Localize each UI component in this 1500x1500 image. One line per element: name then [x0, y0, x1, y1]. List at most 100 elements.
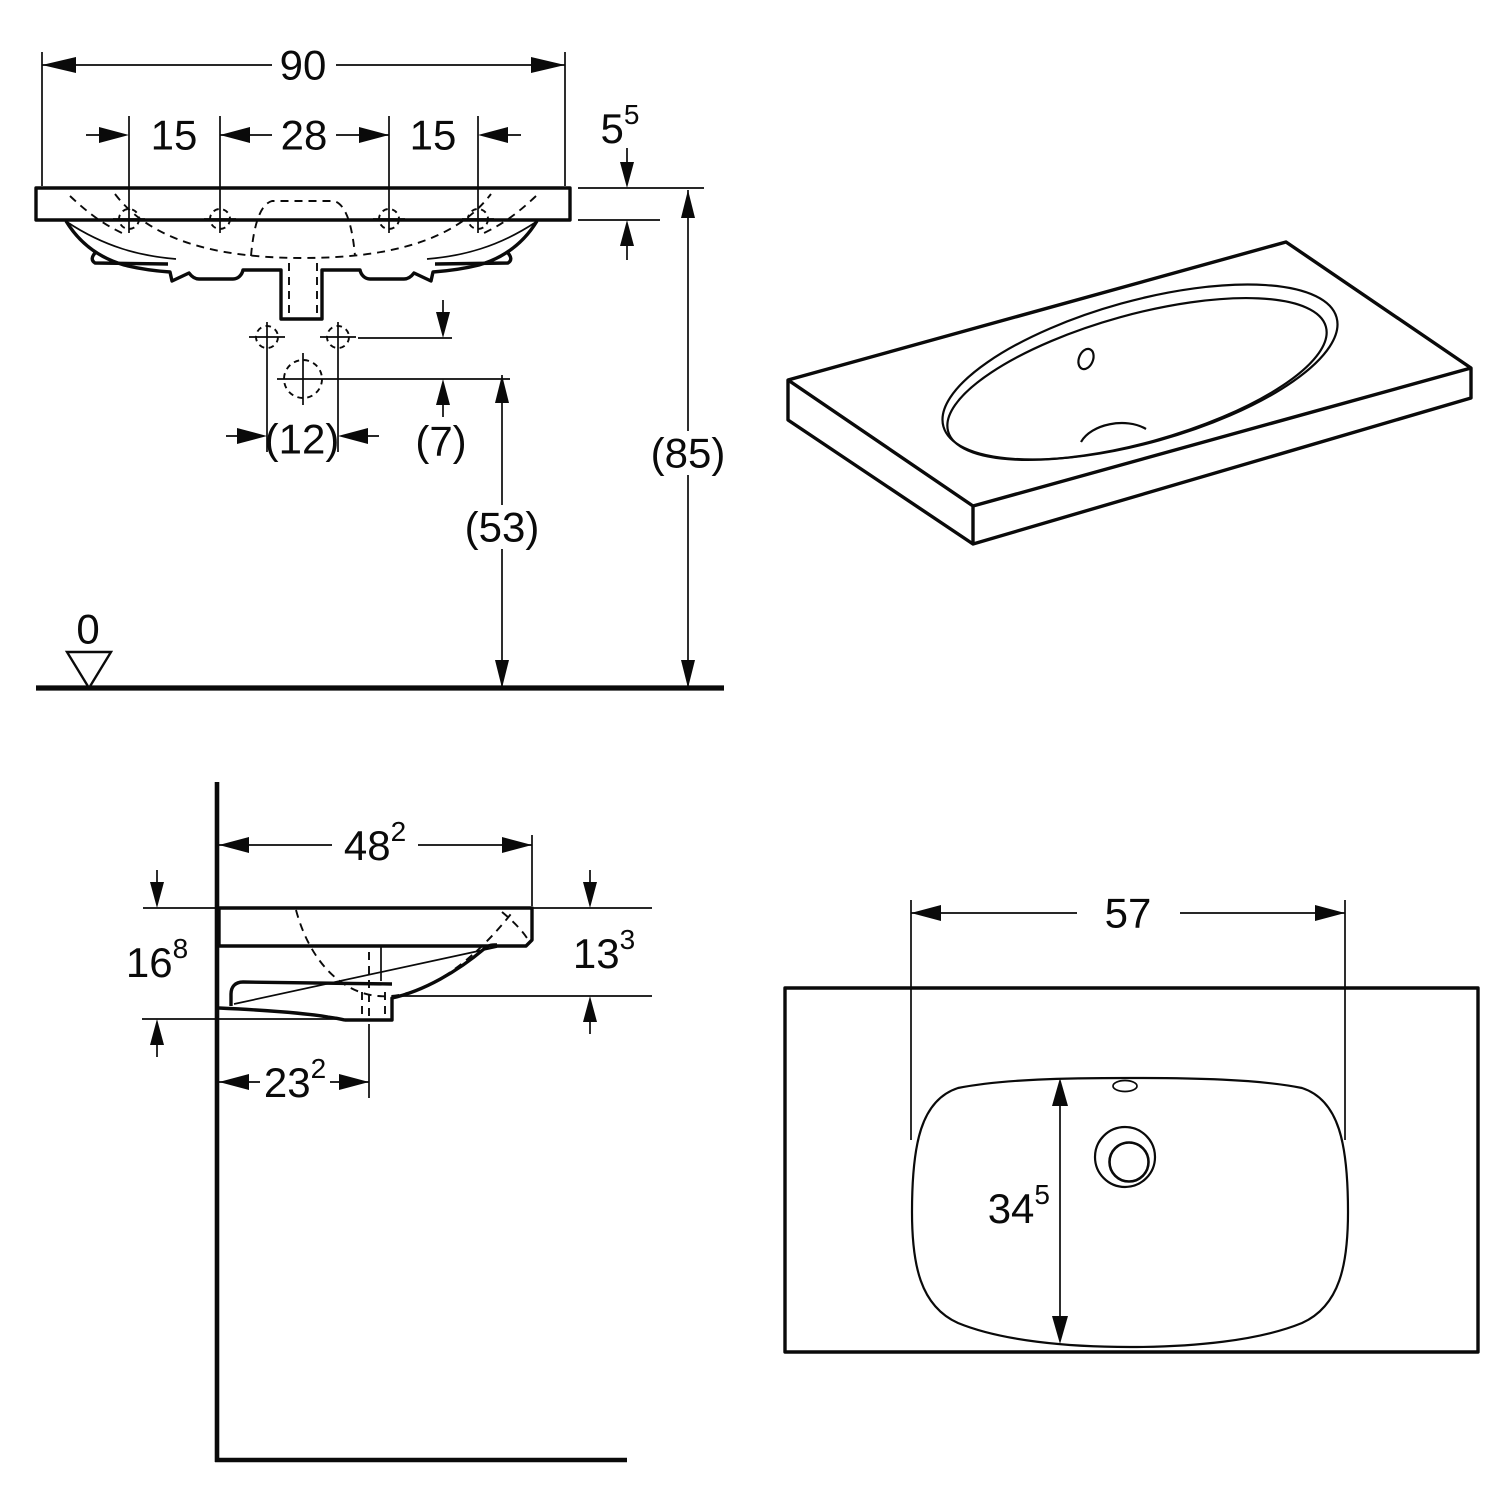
isometric-view	[786, 240, 1473, 546]
front-hidden-lines	[69, 193, 537, 316]
datum-triangle-icon	[64, 650, 114, 691]
dim-label-total-height: 168	[126, 933, 188, 986]
side-bowl-profile	[218, 943, 498, 1022]
front-face-curve-left	[66, 221, 177, 260]
arrow-down-icon	[583, 882, 597, 908]
side-drain-dashed	[361, 952, 386, 1020]
arrow-right-icon	[359, 127, 389, 143]
front-elevation-view: 90 15 28 15 55	[34, 42, 725, 691]
iso-overflow-hole-icon	[1077, 347, 1095, 371]
arrow-up-icon	[681, 190, 695, 218]
arrow-up-icon	[436, 379, 450, 405]
side-basin-body	[218, 943, 498, 1098]
arrow-right-icon	[502, 837, 532, 853]
arrow-right-icon	[99, 127, 129, 143]
value-base: 16	[126, 939, 173, 986]
value-base: 48	[344, 822, 391, 869]
dim-supply-drain-offset: (7)	[415, 300, 467, 465]
dim-label-basin-depth: 345	[988, 1179, 1050, 1232]
arrow-down-icon	[150, 882, 164, 908]
arrow-up-icon	[620, 220, 634, 246]
arrow-left-icon	[42, 57, 76, 73]
arrow-down-icon	[681, 660, 695, 688]
dim-label-depth: 482	[344, 816, 406, 869]
extension-lines	[128, 116, 479, 233]
dim-front-edge-height: 133	[400, 870, 652, 1034]
value-sup: 2	[311, 1053, 327, 1084]
arrow-left-icon	[338, 428, 368, 444]
arrow-up-icon	[583, 996, 597, 1022]
plan-drain-outer	[1093, 1125, 1157, 1189]
plan-drain-inner	[1108, 1141, 1150, 1183]
arrow-left-icon	[911, 905, 941, 921]
dim-tap-spacing: 15 28 15	[86, 112, 521, 233]
side-bracket-profile	[229, 980, 393, 1006]
dim-drain-height: (53)	[465, 375, 540, 688]
arrow-right-icon	[531, 57, 565, 73]
reference-lines	[142, 907, 338, 1020]
mount-bracket-right	[434, 250, 513, 266]
value-sup: 8	[173, 933, 189, 964]
arrow-down-icon	[620, 162, 634, 188]
arrow-left-icon	[220, 127, 250, 143]
dim-label-overall-width: 90	[280, 42, 327, 89]
dim-label-front-edge-height: 133	[573, 924, 635, 977]
plan-view: 57 345	[783, 890, 1480, 1354]
drain-pipe-dashed	[288, 263, 318, 316]
extension-lines	[910, 900, 1346, 1140]
arrow-up-icon	[495, 375, 509, 403]
value-base: 5	[601, 105, 624, 152]
value-sup: 3	[620, 924, 636, 955]
dim-label-slab-thickness: 55	[601, 99, 640, 152]
dim-slab-thickness: 55	[578, 99, 704, 260]
dim-label-basin-width: 57	[1105, 890, 1152, 937]
dim-wall-to-drain: 232	[219, 1053, 369, 1106]
dim-overall-height: (85)	[651, 190, 725, 688]
plan-slab-outline	[783, 986, 1480, 1354]
arrow-left-icon	[219, 1074, 249, 1090]
arrow-up-icon	[150, 1019, 164, 1045]
value-sup: 5	[1034, 1179, 1050, 1210]
value-sup: 2	[391, 816, 407, 847]
front-face-curve-right	[426, 221, 537, 260]
arrow-left-icon	[219, 837, 249, 853]
reference-lines	[578, 187, 704, 221]
dim-label-supply-spacing: (12)	[265, 416, 340, 463]
bowl-corner-dashed-right	[483, 195, 537, 234]
arrow-right-icon	[237, 428, 267, 444]
basin-bowl-dashed-curve	[114, 193, 492, 259]
iso-slab-edges	[787, 366, 1472, 544]
side-slab-section	[217, 906, 534, 948]
arrow-up-icon	[1052, 1078, 1068, 1106]
plan-overflow-hole-icon	[1112, 1079, 1138, 1093]
arrow-down-icon	[1052, 1316, 1068, 1344]
floor-datum: 0	[36, 606, 724, 691]
connection-level-lines	[277, 337, 510, 380]
connection-crosshairs	[249, 322, 356, 452]
front-basin-body	[64, 220, 539, 321]
arrow-right-icon	[1315, 905, 1345, 921]
arrow-right-icon	[339, 1074, 369, 1090]
front-slab-outline	[34, 186, 572, 222]
value-base: 23	[264, 1059, 311, 1106]
dim-label-offset: (7)	[415, 418, 466, 465]
dim-overall-depth: 482	[219, 816, 533, 906]
basin-silhouette	[64, 220, 539, 321]
iso-basin-inner-bowl	[946, 296, 1328, 462]
dim-total-height: 168	[126, 870, 338, 1057]
dim-label-datum: 0	[76, 606, 99, 653]
side-section-view: 482 168 133 232	[126, 782, 652, 1463]
value-base: 13	[573, 930, 620, 977]
dim-label-tap-center: 28	[281, 112, 328, 159]
dim-label-drain-height: (53)	[465, 504, 540, 551]
dim-overall-width: 90	[41, 42, 566, 186]
side-corner-dashed	[501, 911, 531, 944]
extension-lines	[41, 52, 566, 186]
dim-label-tap-right: 15	[410, 112, 457, 159]
arrow-down-icon	[495, 660, 509, 688]
dim-basin-depth: 345	[988, 1078, 1068, 1344]
reference-lines	[400, 907, 652, 997]
value-base: 34	[988, 1185, 1035, 1232]
